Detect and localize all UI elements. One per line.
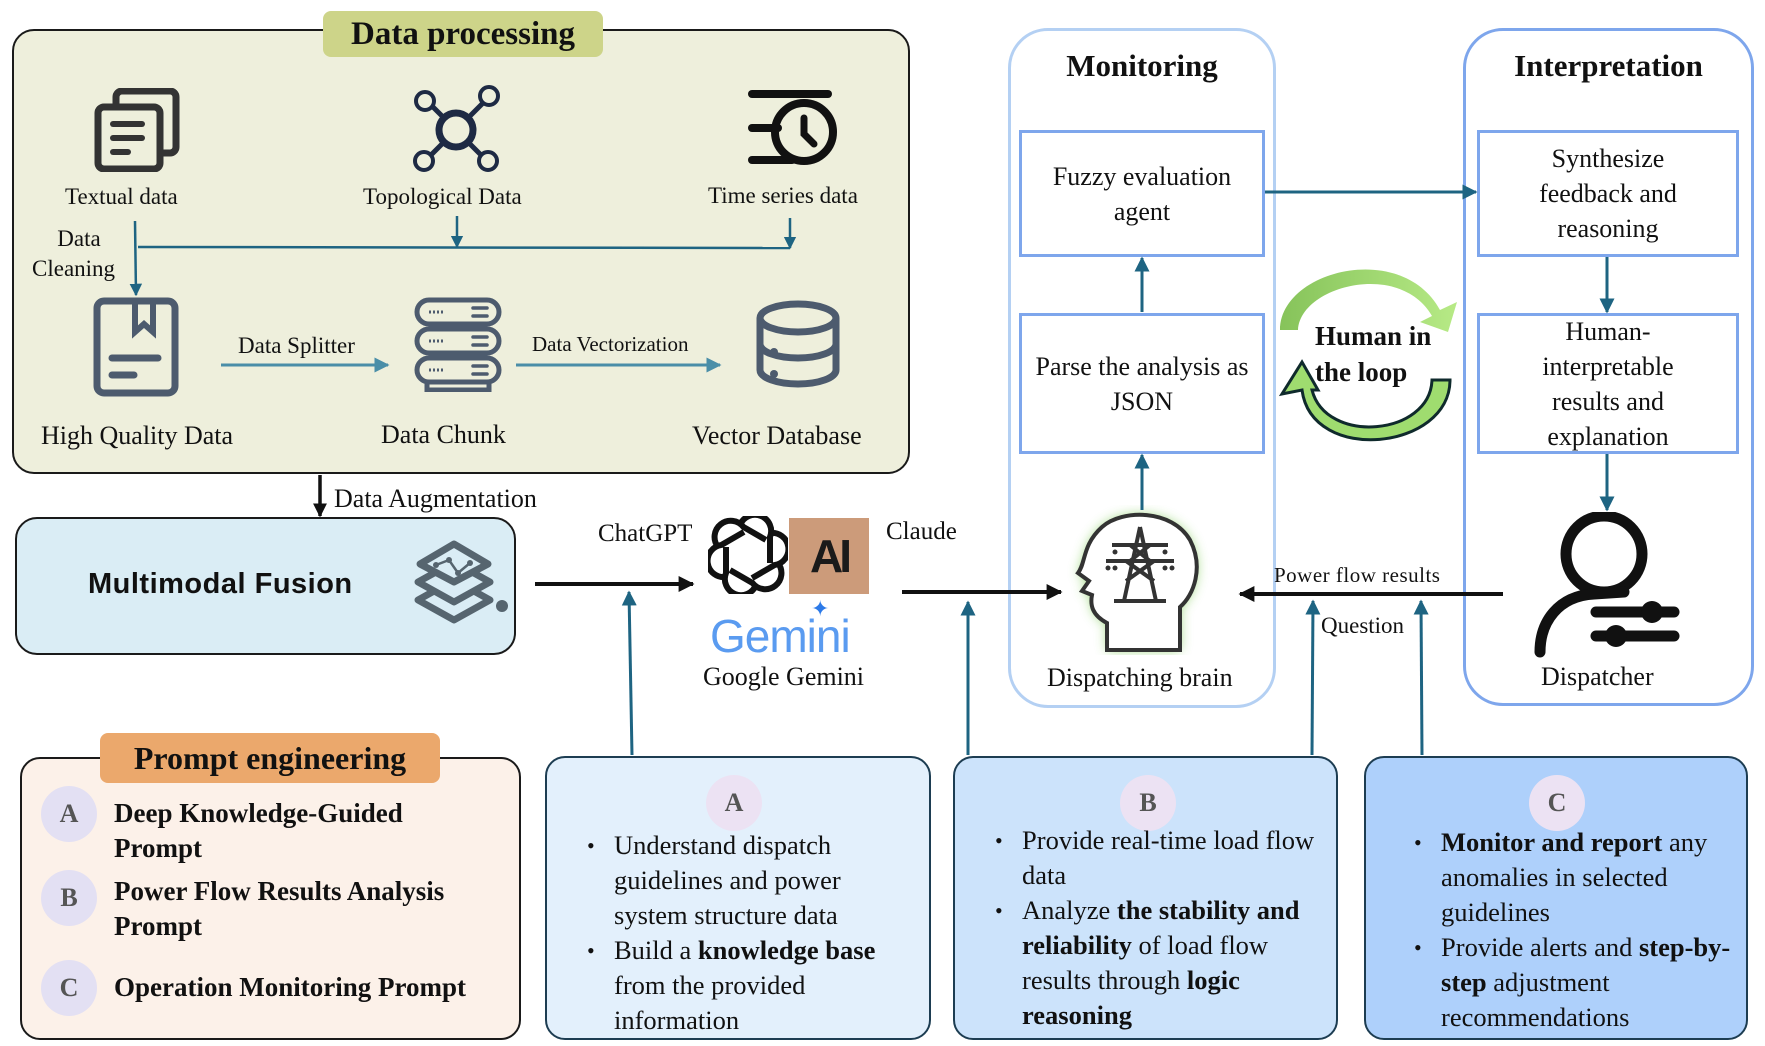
- human-in-the-loop-line1: Human in: [1315, 321, 1432, 351]
- prompt-card-c: C Monitor and report any anomalies in se…: [1364, 756, 1748, 1040]
- layers-chart-icon: [414, 540, 508, 624]
- prompt-item-c: Operation Monitoring Prompt: [114, 972, 466, 1002]
- data-cleaning-label-line1: Data: [57, 226, 101, 251]
- network-topology-icon: [413, 85, 500, 172]
- bullet-text: Provide real-time load flow data: [1022, 825, 1315, 890]
- dispatcher-person-settings-icon: [1534, 512, 1680, 658]
- gemini-sparkle-icon: ✦: [811, 596, 830, 621]
- prompt-engineering-panel: [20, 757, 521, 1040]
- card-bullet: Analyze the stability and reliability of…: [995, 893, 1330, 1033]
- card-bullet: Monitor and report any anomalies in sele…: [1414, 825, 1744, 930]
- bullet-emphasis: knowledge base: [697, 935, 876, 965]
- time-series-data-label: Time series data: [708, 183, 858, 208]
- card-badge-c: C: [1529, 775, 1585, 831]
- prompt-item-a: Deep Knowledge-Guided Prompt: [114, 798, 403, 863]
- claude-label: Claude: [886, 518, 957, 545]
- data-cleaning-label: Data Cleaning: [32, 224, 115, 284]
- interpretation-title: Interpretation: [1514, 48, 1703, 83]
- bullet-emphasis: Monitor and report: [1441, 827, 1663, 857]
- question-label: Question: [1321, 613, 1405, 638]
- monitoring-title: Monitoring: [1066, 48, 1218, 83]
- data-chunk-label: Data Chunk: [381, 420, 506, 449]
- card-c-up-arrow: [1413, 599, 1429, 756]
- bookmark-document-icon: [93, 297, 179, 397]
- vector-database-label: Vector Database: [692, 421, 862, 450]
- card-b-up-arrow-right: [1305, 599, 1321, 756]
- claude-logo-icon: AI: [789, 518, 869, 594]
- bullet-text: Understand dispatch guidelines and power…: [614, 830, 841, 930]
- data-processing-title: Data processing: [323, 11, 603, 57]
- dispatching-brain-label: Dispatching brain: [1047, 663, 1233, 692]
- data-augmentation-label: Data Augmentation: [334, 484, 537, 513]
- card-bullet: Understand dispatch guidelines and power…: [587, 828, 917, 933]
- openai-logo-icon: [708, 516, 788, 594]
- chatgpt-label: ChatGPT: [598, 520, 693, 547]
- high-quality-data-label: High Quality Data: [41, 421, 234, 450]
- prompt-badge-c: C: [41, 960, 97, 1016]
- bullet-text: of load flow results through: [1022, 930, 1269, 995]
- data-cleaning-label-line2: Cleaning: [32, 256, 116, 281]
- fuzzy-evaluation-agent-step: Fuzzy evaluation agent: [1019, 130, 1265, 257]
- data-vectorization-label: Data Vectorization: [532, 332, 689, 356]
- bullet-emphasis: logic reasoning: [1022, 965, 1240, 1030]
- prompt-badge-b: B: [41, 870, 97, 926]
- clock-speed-icon: [748, 90, 837, 165]
- prompt-card-b: B Provide real-time load flow dataAnalyz…: [953, 756, 1338, 1040]
- card-a-bullets: Understand dispatch guidelines and power…: [587, 828, 917, 1038]
- bullet-text: Build a: [614, 935, 698, 965]
- card-bullet: Provide real-time load flow data: [995, 823, 1330, 893]
- card-badge-a: A: [706, 775, 762, 831]
- card-b-bullets: Provide real-time load flow dataAnalyze …: [995, 823, 1330, 1033]
- data-processing-panel: [12, 29, 910, 474]
- bullet-text: from the provided information: [614, 970, 806, 1035]
- topological-data-label: Topological Data: [363, 184, 522, 209]
- human-in-the-loop-line2: the loop: [1315, 357, 1408, 387]
- multimodal-fusion-label: Multimodal Fusion: [88, 568, 353, 600]
- claude-logo-text: AI: [810, 530, 852, 582]
- card-bullet: Build a knowledge base from the provided…: [587, 933, 917, 1038]
- server-stack-icon: [414, 297, 502, 392]
- bullet-text: any anomalies in selected guidelines: [1441, 827, 1708, 927]
- prompt-item-b: Power Flow Results Analysis Prompt: [114, 876, 445, 941]
- bullet-emphasis: the stability and reliability: [1022, 895, 1300, 960]
- bullet-text: Analyze: [1022, 895, 1117, 925]
- bullet-text: adjustment recommendations: [1441, 967, 1630, 1032]
- prompt-badge-a: A: [41, 786, 97, 842]
- card-badge-b: B: [1120, 775, 1176, 831]
- bullet-text: Provide alerts and: [1441, 932, 1639, 962]
- parse-json-step: Parse the analysis as JSON: [1019, 313, 1265, 454]
- gemini-logo-icon: Gemini: [710, 610, 851, 662]
- card-c-bullets: Monitor and report any anomalies in sele…: [1414, 825, 1744, 1035]
- card-a-up-arrow: [621, 590, 637, 756]
- dispatching-brain-icon: [1075, 512, 1199, 652]
- human-in-the-loop-label: Human in the loop: [1315, 318, 1431, 390]
- bullet-emphasis: step-by-step: [1441, 932, 1731, 997]
- synthesize-feedback-step: Synthesize feedback and reasoning: [1477, 130, 1739, 257]
- textual-data-label: Textual data: [65, 184, 178, 209]
- documents-icon: [94, 88, 180, 172]
- human-in-the-loop-cycle-icon: [1278, 269, 1457, 442]
- data-splitter-label: Data Splitter: [238, 333, 355, 358]
- human-interpretable-results-step: Human-interpretable results and explanat…: [1477, 313, 1739, 454]
- prompt-card-a: A Understand dispatch guidelines and pow…: [545, 756, 931, 1040]
- dispatcher-label: Dispatcher: [1541, 662, 1654, 691]
- database-icon: [756, 300, 840, 388]
- power-flow-results-label: Power flow results: [1274, 563, 1441, 587]
- card-bullet: Provide alerts and step-by-step adjustme…: [1414, 930, 1744, 1035]
- google-gemini-label: Google Gemini: [703, 662, 865, 691]
- prompt-engineering-title: Prompt engineering: [100, 733, 440, 783]
